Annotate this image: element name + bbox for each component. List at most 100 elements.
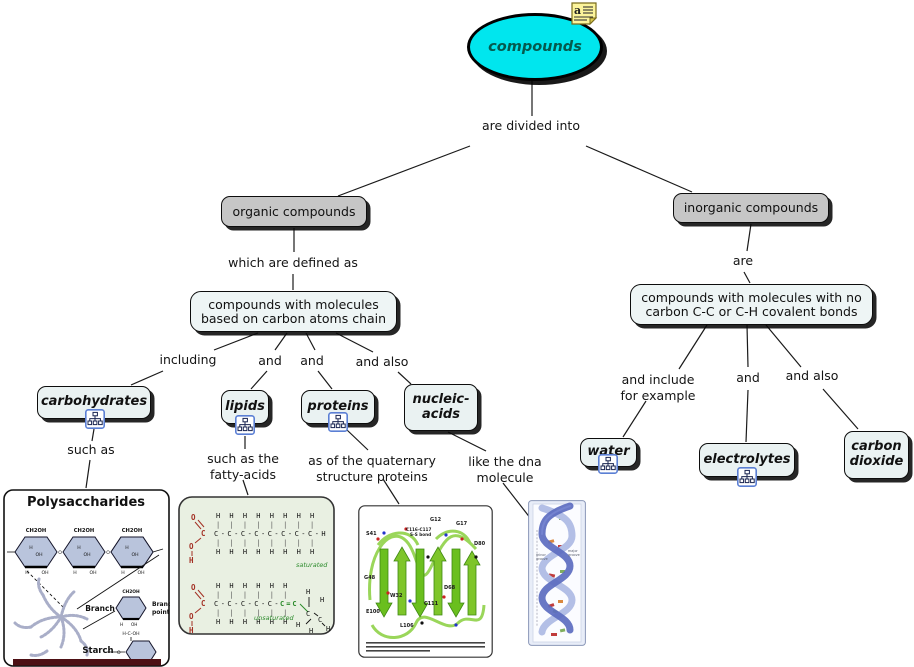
svg-text:S41: S41 xyxy=(366,531,377,537)
svg-text:C: C xyxy=(201,599,206,608)
concept-organic-compounds[interactable]: organic compounds xyxy=(221,196,367,227)
svg-text:H: H xyxy=(309,627,313,635)
link-such-as-fatty[interactable]: such as the fatty-acids xyxy=(207,451,279,482)
link-including[interactable]: including xyxy=(159,352,217,367)
link-and-3[interactable]: and xyxy=(736,370,760,385)
svg-text:OH: OH xyxy=(137,570,144,576)
svg-text:point: point xyxy=(152,609,170,616)
svg-text:H: H xyxy=(77,545,80,551)
svg-text:a: a xyxy=(574,4,581,17)
text-note-icon[interactable]: a xyxy=(570,2,598,26)
protein-structure-image[interactable]: S41 G12 G17 D80 C116-C117 S-S bond G48 W… xyxy=(358,505,493,658)
svg-text:O: O xyxy=(106,550,110,556)
submap-icon-proteins[interactable] xyxy=(328,412,348,432)
svg-text:H: H xyxy=(120,622,123,627)
svg-text:H H H H H H: H H H H H H xyxy=(216,618,290,626)
svg-text:E100: E100 xyxy=(366,609,380,615)
svg-text:Branch: Branch xyxy=(85,604,115,613)
svg-text:minor: minor xyxy=(536,553,546,557)
svg-text:unsaturated: unsaturated xyxy=(254,614,294,622)
concept-carbon-dioxide[interactable]: carbon dioxide xyxy=(844,431,909,479)
svg-text:OH: OH xyxy=(83,552,90,558)
concept-inorganic-compounds[interactable]: inorganic compounds xyxy=(673,193,829,223)
svg-text:H H H H H H H H: H H H H H H H H xyxy=(216,548,317,556)
svg-text:H: H xyxy=(189,556,194,565)
svg-text:Branch: Branch xyxy=(152,601,170,608)
svg-text:G48: G48 xyxy=(364,575,376,581)
svg-text:H: H xyxy=(326,625,330,633)
link-are[interactable]: are xyxy=(732,253,754,268)
svg-text:C-C-C-C-C-C-C-C-H: C-C-C-C-C-C-C-C-H xyxy=(214,530,328,538)
svg-text:G12: G12 xyxy=(430,517,442,523)
link-include-example[interactable]: and include for example xyxy=(620,372,696,403)
svg-text:H: H xyxy=(306,588,310,596)
concept-inorganic-definition[interactable]: compounds with molecules with no carbon … xyxy=(630,284,873,325)
svg-text:Polysaccharides: Polysaccharides xyxy=(27,495,145,510)
svg-text:O: O xyxy=(191,513,196,522)
svg-text:OH: OH xyxy=(35,552,42,558)
svg-text:C: C xyxy=(201,529,206,538)
fatty-acids-image[interactable]: H H H H H H H H | | | | | | | | C-C-C-C-… xyxy=(178,496,335,635)
svg-text:| | | | | |: | | | | | | xyxy=(216,591,290,599)
link-and-also-2[interactable]: and also xyxy=(785,368,839,383)
svg-text:| | | | | | | |: | | | | | | | | xyxy=(216,521,317,529)
svg-text:L106: L106 xyxy=(400,623,414,629)
svg-text:C116-C117: C116-C117 xyxy=(406,527,431,532)
svg-text:C=C: C=C xyxy=(280,600,299,608)
svg-text:C111: C111 xyxy=(424,601,439,607)
concept-water[interactable]: water xyxy=(580,438,637,467)
svg-text:H: H xyxy=(73,570,76,576)
svg-text:OH: OH xyxy=(131,552,138,558)
svg-text:C: C xyxy=(318,616,322,624)
link-and-1[interactable]: and xyxy=(258,353,282,368)
svg-text:OH: OH xyxy=(41,570,48,576)
svg-text:H-C-OH: H-C-OH xyxy=(122,631,139,637)
svg-text:D68: D68 xyxy=(444,585,456,591)
svg-text:| | | | | |: | | | | | | xyxy=(216,609,290,617)
svg-text:groove: groove xyxy=(536,557,548,561)
svg-text:CH2OH: CH2OH xyxy=(74,528,95,534)
svg-text:H H H H H H: H H H H H H xyxy=(216,582,290,590)
starch-granule-drawing xyxy=(13,577,89,657)
beta-strands xyxy=(375,546,481,618)
link-which-are-defined-as[interactable]: which are defined as xyxy=(228,255,358,270)
svg-text:H: H xyxy=(25,570,28,576)
submap-icon-carbohydrates[interactable] xyxy=(85,409,105,429)
svg-text:O: O xyxy=(58,550,62,556)
svg-text:O: O xyxy=(191,583,196,592)
svg-text:CH2OH: CH2OH xyxy=(122,589,140,595)
svg-text:H H H H H H H H: H H H H H H H H xyxy=(216,512,317,520)
svg-text:Starch: Starch xyxy=(82,646,113,656)
svg-text:OH: OH xyxy=(89,570,96,576)
link-are-divided-into[interactable]: are divided into xyxy=(482,118,580,133)
link-dna-molecule[interactable]: like the dna molecule xyxy=(468,454,542,485)
submap-icon-lipids[interactable] xyxy=(235,415,255,435)
svg-text:G17: G17 xyxy=(456,521,468,527)
svg-text:C-C-C-C-C-: C-C-C-C-C- xyxy=(214,600,281,608)
svg-text:W32: W32 xyxy=(390,593,403,599)
submap-icon-water[interactable] xyxy=(598,454,618,474)
svg-text:C: C xyxy=(306,610,310,618)
svg-text:H: H xyxy=(296,621,300,629)
link-quaternary[interactable]: as of the quaternary structure proteins xyxy=(308,453,436,484)
svg-text:S-S bond: S-S bond xyxy=(410,532,431,537)
atom-dots xyxy=(376,527,478,627)
link-and-also-1[interactable]: and also xyxy=(355,354,409,369)
helix-strands xyxy=(538,502,576,636)
svg-text:CH2OH: CH2OH xyxy=(122,528,143,534)
svg-text:H: H xyxy=(189,626,194,635)
link-and-2[interactable]: and xyxy=(300,353,324,368)
caption-text-lines xyxy=(366,642,485,652)
ribbon-loops xyxy=(368,529,486,639)
concept-nucleic-acids[interactable]: nucleic- acids xyxy=(404,384,478,431)
dna-helix-image[interactable]: minor groove major groove xyxy=(528,500,586,646)
concept-organic-definition[interactable]: compounds with molecules based on carbon… xyxy=(190,291,397,332)
svg-text:H: H xyxy=(121,570,124,576)
svg-text:groove: groove xyxy=(568,553,580,557)
submap-icon-electrolytes[interactable] xyxy=(737,467,757,487)
link-such-as[interactable]: such as xyxy=(67,442,115,457)
svg-text:major: major xyxy=(568,549,578,553)
